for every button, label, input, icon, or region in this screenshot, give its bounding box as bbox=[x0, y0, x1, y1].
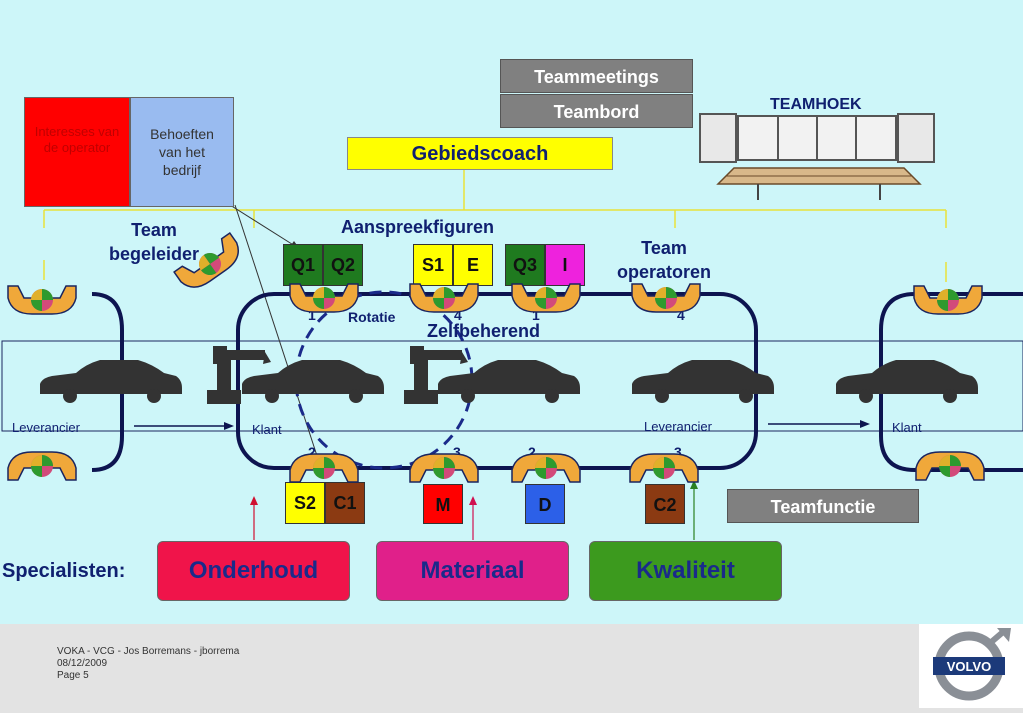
zelfbeherend-label: Zelfbeherend bbox=[427, 321, 541, 341]
teambord-box: Teambord bbox=[500, 94, 693, 128]
klant-right-label: Klant bbox=[892, 420, 922, 435]
operator-seat-icon bbox=[289, 453, 359, 483]
teamhoek-illustration bbox=[699, 113, 935, 200]
operator-seat-icon bbox=[511, 283, 581, 313]
volvo-logo-icon: VOLVO bbox=[933, 628, 1011, 701]
operator-seat-icon bbox=[7, 451, 77, 481]
interesses-box: Interesses van de operator bbox=[24, 97, 130, 207]
slide-canvas: TEAMHOEK Teammeetings Teambord Gebiedsco… bbox=[0, 0, 1023, 624]
tag-m: M bbox=[423, 484, 463, 524]
logo-text: VOLVO bbox=[947, 659, 992, 674]
teammeetings-box: Teammeetings bbox=[500, 59, 693, 93]
shift-number: 2 bbox=[528, 444, 536, 460]
teamhoek-label: TEAMHOEK bbox=[770, 96, 862, 113]
shift-number: 3 bbox=[674, 444, 682, 460]
leverancier-left-label: Leverancier bbox=[12, 420, 80, 435]
shift-number: 1 bbox=[308, 307, 316, 323]
tag-q1: Q1 bbox=[283, 244, 323, 286]
aanspreekfiguren-label: Aanspreekfiguren bbox=[341, 217, 495, 237]
team-begeleider-seat-icon bbox=[173, 232, 247, 296]
onderhoud-box: Onderhoud bbox=[157, 541, 350, 601]
operator-seats bbox=[7, 232, 985, 483]
tag-q3: Q3 bbox=[505, 244, 545, 286]
footer-date: 08/12/2009 bbox=[57, 658, 108, 669]
kwaliteit-box: Kwaliteit bbox=[589, 541, 782, 601]
tag-s1: S1 bbox=[413, 244, 453, 286]
materiaal-box: Materiaal bbox=[376, 541, 569, 601]
tag-d: D bbox=[525, 484, 565, 524]
shift-number: 2 bbox=[308, 444, 316, 460]
operator-seat-icon bbox=[631, 283, 701, 313]
tag-i: I bbox=[545, 244, 585, 286]
tag-c1: C1 bbox=[325, 482, 365, 524]
specialisten-label: Specialisten: bbox=[2, 560, 126, 582]
tag-s2: S2 bbox=[285, 482, 325, 524]
operator-seat-icon bbox=[409, 283, 479, 313]
team-begeleider-label: Team begeleider bbox=[108, 220, 200, 264]
rotatie-label: Rotatie bbox=[348, 309, 396, 325]
tag-q2: Q2 bbox=[323, 244, 363, 286]
operator-seat-icon bbox=[915, 451, 985, 481]
footer-author: VOKA - VCG - Jos Borremans - jborrema bbox=[57, 646, 240, 657]
behoeften-box: Behoeften van het bedrijf bbox=[130, 97, 234, 207]
footer-page: Page 5 bbox=[57, 670, 89, 681]
klant-left-label: Klant bbox=[252, 422, 282, 437]
gebiedscoach-box: Gebiedscoach bbox=[347, 137, 613, 170]
shift-number: 4 bbox=[454, 307, 462, 323]
operator-seat-icon bbox=[629, 453, 699, 483]
tag-c2: C2 bbox=[645, 484, 685, 524]
operator-seat-icon bbox=[289, 283, 359, 313]
leverancier-right-label: Leverancier bbox=[644, 419, 712, 434]
shift-number: 3 bbox=[453, 444, 461, 460]
shift-number: 1 bbox=[532, 307, 540, 323]
operator-seat-icon bbox=[409, 453, 479, 483]
operator-seat-icon bbox=[7, 285, 77, 315]
teamfunctie-box: Teamfunctie bbox=[727, 489, 919, 523]
logo-panel: VOLVO bbox=[919, 624, 1023, 708]
shift-number: 4 bbox=[677, 307, 685, 323]
operator-seat-icon bbox=[511, 453, 581, 483]
operator-seat-icon bbox=[913, 285, 983, 315]
team-operatoren-label: Team operatoren bbox=[616, 238, 712, 282]
tag-e: E bbox=[453, 244, 493, 286]
